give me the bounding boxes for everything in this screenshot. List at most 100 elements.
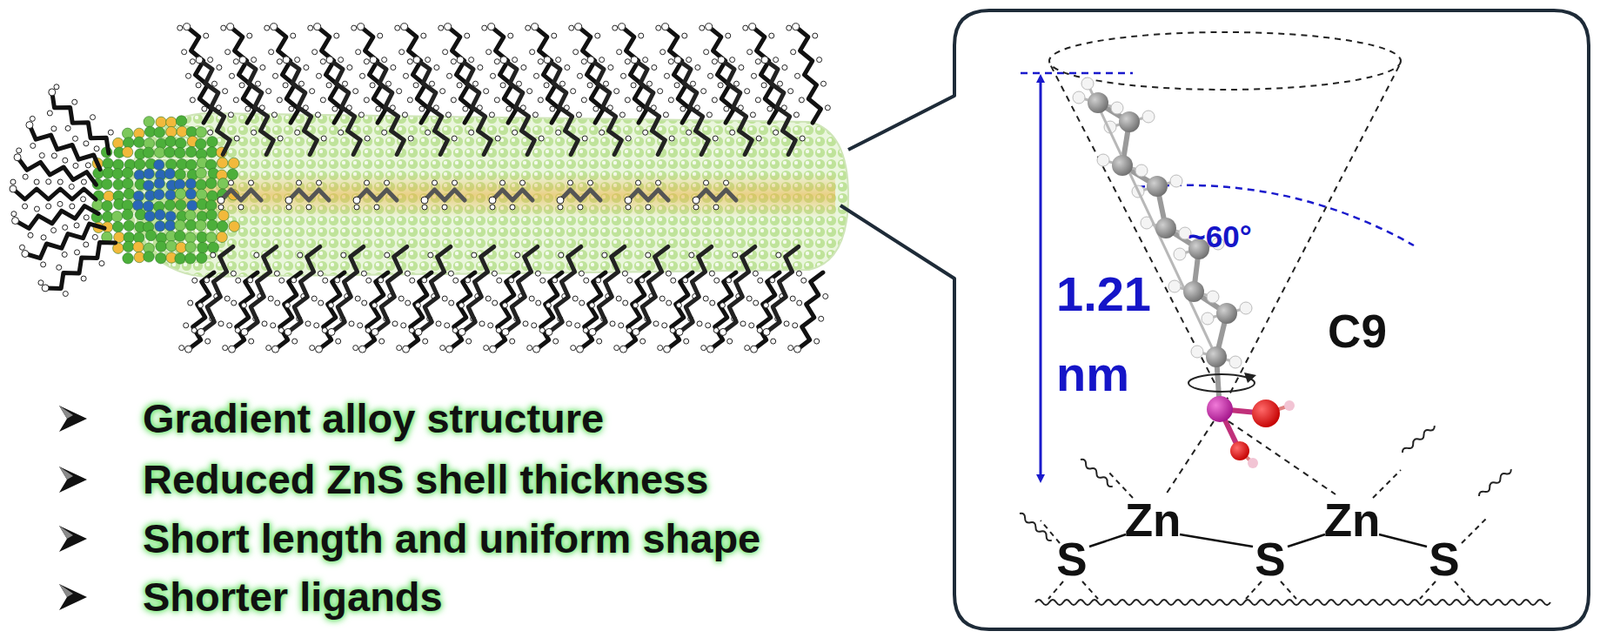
ligand-hydrogen xyxy=(203,33,209,39)
core-atom xyxy=(185,209,196,221)
ligand-hydrogen xyxy=(794,73,800,79)
atom-label: S xyxy=(1428,534,1460,585)
ligand-hydrogen xyxy=(348,321,355,327)
ligand-hydrogen xyxy=(502,302,508,308)
callout-panel xyxy=(840,10,1589,630)
ligand-hydrogen xyxy=(749,112,756,118)
core-atom xyxy=(153,188,165,200)
ligand-tip xyxy=(763,328,770,335)
height-guide xyxy=(1020,72,1133,75)
ligand-hydrogen xyxy=(578,270,584,276)
ligand-hydrogen xyxy=(225,49,231,55)
ligand-hydrogen xyxy=(763,302,769,308)
ligand-hydrogen xyxy=(434,65,440,71)
ligand-chain xyxy=(635,247,669,333)
atom-label: S xyxy=(1056,534,1087,585)
ligand-hydrogen xyxy=(268,49,275,55)
ligand-hydrogen xyxy=(394,25,401,31)
ligand-hydrogen xyxy=(657,345,663,351)
core-atom xyxy=(112,168,123,180)
core-atom xyxy=(164,167,175,179)
ligand-chain xyxy=(220,189,262,201)
ligand-hydrogen xyxy=(218,321,224,327)
ligand-hydrogen xyxy=(83,241,89,248)
ligand-hydrogen xyxy=(515,252,521,258)
ligand-hydrogen xyxy=(545,302,551,308)
core-atom xyxy=(121,167,133,178)
ligand-hydrogen xyxy=(451,135,457,141)
ligand-hydrogen xyxy=(361,300,368,306)
text-holder: Zn xyxy=(1124,495,1182,546)
core-atom xyxy=(206,232,217,243)
ligand-hydrogen xyxy=(297,252,303,258)
ligand-chain xyxy=(373,60,404,155)
core-atom xyxy=(186,146,197,157)
ligand-hydrogen xyxy=(452,180,458,186)
core-atom xyxy=(175,115,187,127)
ligand-hydrogen xyxy=(618,322,624,329)
phosphorus-atom xyxy=(1206,395,1233,422)
ligand-tip xyxy=(488,23,496,31)
ligand xyxy=(450,56,501,155)
ligand-tip xyxy=(183,23,191,31)
core-atom xyxy=(145,229,156,241)
ligand-hydrogen xyxy=(581,97,587,103)
core-atom xyxy=(166,241,177,252)
ligand-hydrogen xyxy=(62,224,68,230)
ligand-hydrogen xyxy=(19,244,25,250)
oxygen-atom xyxy=(1251,399,1280,428)
ligand-hydrogen xyxy=(709,270,715,276)
ligand-hydrogen xyxy=(483,345,489,351)
ligand-hydrogen xyxy=(320,59,326,65)
ligand-hydrogen xyxy=(99,261,105,267)
ligand-hydrogen xyxy=(733,80,739,87)
core-atom xyxy=(103,190,114,201)
ligand-hydrogen xyxy=(254,252,260,258)
bullet-row: Shorter ligands xyxy=(142,574,443,620)
ligand-hydrogen xyxy=(413,82,419,88)
core-atom xyxy=(195,138,207,149)
ligand-hydrogen xyxy=(290,33,296,39)
ligand-tip xyxy=(228,345,236,353)
ligand xyxy=(365,247,410,336)
core-atom xyxy=(153,147,165,158)
core-atom xyxy=(133,136,145,148)
ligand-hydrogen xyxy=(577,204,583,210)
bullet-row: Reduced ZnS shell thickness xyxy=(142,456,709,503)
ligand-hydrogen xyxy=(328,302,334,308)
ligand-tip xyxy=(272,345,280,353)
ligand-hydrogen xyxy=(445,112,451,118)
ligand-hydrogen xyxy=(757,277,764,283)
ligand-chain xyxy=(424,189,465,201)
ligand-hydrogen xyxy=(489,204,496,210)
ligand-chain xyxy=(45,242,116,289)
ligand-hydrogen xyxy=(57,179,63,185)
core-atom xyxy=(217,178,228,189)
ligand-hydrogen xyxy=(61,251,67,257)
ligand-hydrogen xyxy=(33,206,40,212)
ligand xyxy=(692,180,737,210)
ligand-hydrogen xyxy=(248,338,255,344)
hydrogen-atom xyxy=(1170,174,1183,188)
ligand-hydrogen xyxy=(286,204,292,210)
ligand-hydrogen xyxy=(338,129,344,135)
ligand-hydrogen xyxy=(477,65,483,71)
core-atom xyxy=(165,189,176,201)
ligand-hydrogen xyxy=(401,322,407,329)
ligand-chain xyxy=(634,60,665,155)
ligand-chain xyxy=(331,247,364,333)
ligand-hydrogen xyxy=(306,204,312,210)
ligand-hydrogen xyxy=(756,328,763,334)
ligand-hydrogen xyxy=(464,33,470,39)
ligand-hydrogen xyxy=(353,345,359,351)
ligand-hydrogen xyxy=(396,88,402,94)
ligand-hydrogen xyxy=(755,59,761,65)
ligand-hydrogen xyxy=(789,295,796,302)
core-atom xyxy=(218,209,229,221)
ligand-hydrogen xyxy=(521,65,527,71)
ligand-hydrogen xyxy=(820,80,826,87)
ligand xyxy=(494,56,544,155)
ligand-hydrogen xyxy=(316,180,322,186)
ligand-tip xyxy=(662,23,670,31)
hydrogen-atom xyxy=(1111,101,1124,114)
